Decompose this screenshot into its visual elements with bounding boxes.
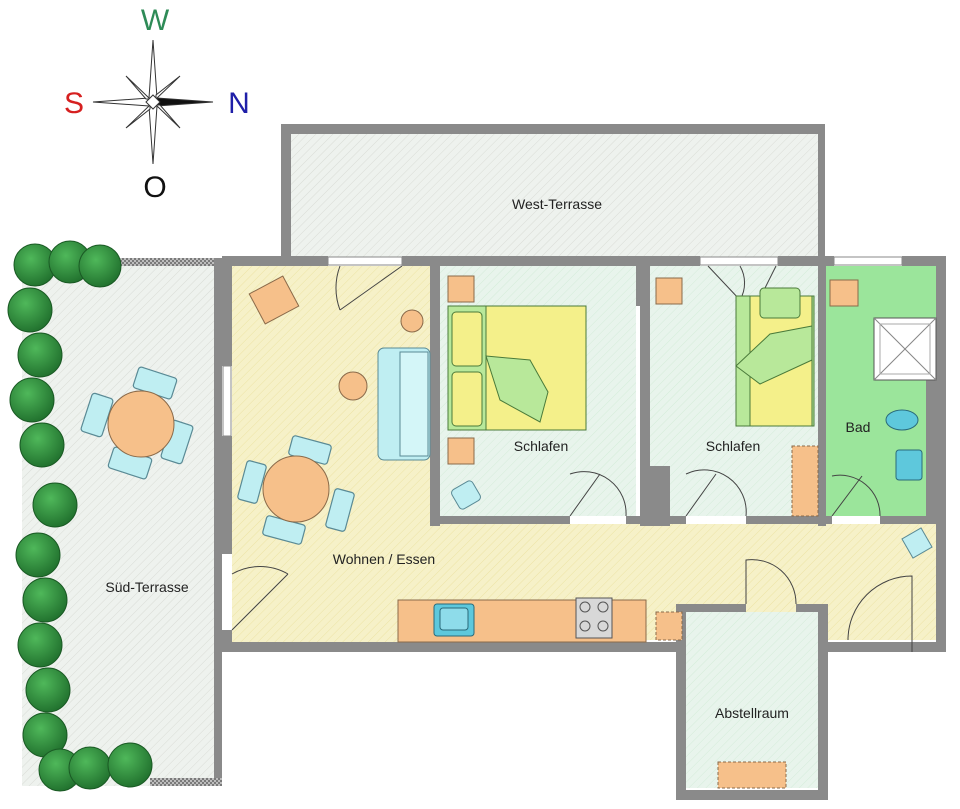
room-label-bedroom-2: Schlafen	[706, 438, 760, 454]
room-label-storage: Abstellraum	[715, 705, 789, 721]
room-label-south-terrace: Süd-Terrasse	[105, 579, 188, 595]
storage-room	[686, 612, 818, 788]
west-terrace: West-Terrasse	[281, 124, 825, 260]
doors	[231, 265, 913, 652]
walls	[222, 256, 946, 800]
hedge-trees	[7, 240, 153, 792]
bedroom-1-furniture: Schlafen	[447, 275, 587, 510]
living-furniture: Wohnen / Essen	[237, 275, 933, 643]
compass-east-label: O	[143, 171, 166, 204]
compass-rose: W S N O	[64, 4, 250, 204]
bath-furniture: Bad	[829, 279, 937, 481]
compass-west-label: W	[141, 4, 170, 37]
compass-south-label: S	[64, 87, 84, 120]
windows	[222, 256, 903, 437]
terrace-dining-set	[80, 366, 194, 480]
room-label-west-terrace: West-Terrasse	[512, 196, 602, 212]
compass-north-label: N	[228, 87, 250, 120]
room-label-bath: Bad	[846, 419, 871, 435]
room-label-living: Wohnen / Essen	[333, 551, 435, 567]
room-label-bedroom-1: Schlafen	[514, 438, 568, 454]
bedroom-2-furniture: Schlafen	[655, 277, 819, 517]
storage-furniture: Abstellraum	[715, 705, 789, 789]
